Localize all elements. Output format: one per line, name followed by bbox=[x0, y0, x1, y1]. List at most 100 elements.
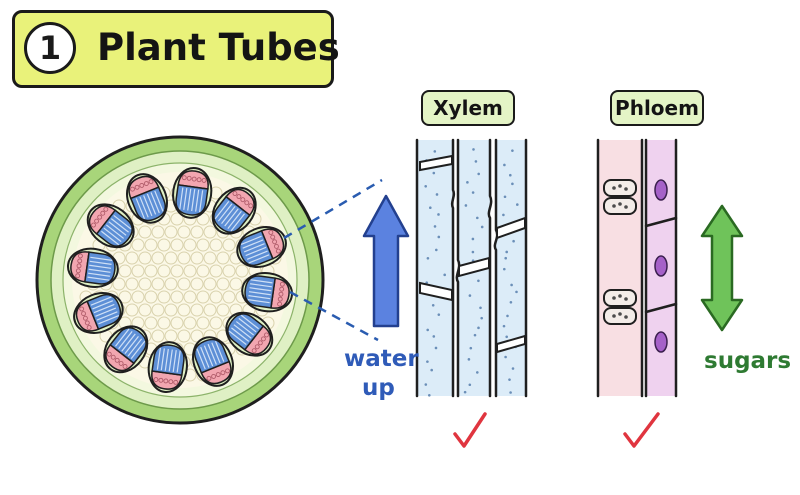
pith-cell bbox=[144, 264, 158, 278]
vascular-bundle bbox=[172, 167, 213, 219]
vascular-bundle bbox=[67, 247, 119, 288]
vascular-bundle bbox=[241, 272, 293, 313]
xylem-pit bbox=[504, 355, 507, 359]
bundle-phloem bbox=[177, 170, 209, 190]
pith-cell bbox=[196, 264, 210, 278]
pith-cell bbox=[216, 277, 230, 291]
pith-cell bbox=[177, 303, 191, 317]
xylem-pit bbox=[509, 173, 512, 177]
xylem-pit bbox=[432, 171, 436, 175]
water-label: water bbox=[344, 346, 419, 372]
pith-cell bbox=[177, 251, 191, 265]
page-title: Plant Tubes bbox=[97, 26, 340, 69]
xylem-pit bbox=[428, 394, 431, 397]
pith-cell bbox=[170, 290, 184, 304]
connector-upper bbox=[283, 178, 383, 240]
pith-cell bbox=[125, 277, 139, 291]
pith-cell bbox=[190, 251, 204, 265]
xylem-pit bbox=[433, 225, 437, 228]
pith-cell bbox=[125, 251, 139, 265]
companion-nuclei bbox=[654, 179, 668, 353]
pith-cell bbox=[138, 225, 152, 239]
pith-cell bbox=[164, 251, 178, 265]
xylem-pit bbox=[515, 290, 518, 294]
bundle-phloem bbox=[270, 277, 290, 309]
pith-cell bbox=[131, 264, 145, 278]
pith-cell bbox=[138, 277, 152, 291]
vascular-bundle bbox=[126, 173, 168, 224]
blue-up-arrow-icon bbox=[362, 194, 410, 328]
xylem-pit bbox=[509, 391, 512, 394]
up-label: up bbox=[362, 375, 395, 401]
bundle-xylem bbox=[109, 327, 147, 365]
pith-cell bbox=[118, 290, 132, 304]
xylem-pit bbox=[512, 239, 515, 243]
xylem-pit bbox=[435, 248, 438, 252]
pith-cell bbox=[157, 264, 171, 278]
vascular-bundle bbox=[73, 292, 124, 334]
xylem-column-3 bbox=[496, 140, 526, 396]
xylem-pit bbox=[437, 235, 441, 239]
xylem-pit bbox=[502, 324, 506, 328]
pith-cell bbox=[164, 225, 178, 239]
pith-cell bbox=[235, 264, 249, 278]
pith-cell bbox=[183, 290, 197, 304]
dashed-connectors bbox=[283, 178, 383, 342]
xylem-pit bbox=[503, 267, 506, 271]
pith-cell bbox=[177, 225, 191, 239]
vascular-bundle bbox=[147, 341, 188, 393]
pith-cell bbox=[164, 303, 178, 317]
pith-cell bbox=[229, 277, 243, 291]
bundle-phloem bbox=[225, 188, 255, 217]
xylem-pit bbox=[424, 184, 428, 188]
pith-cell bbox=[216, 251, 230, 265]
pith-cell bbox=[151, 251, 165, 265]
bundle-phloem bbox=[88, 205, 117, 235]
bundle-xylem bbox=[213, 195, 251, 233]
pith-cell bbox=[222, 290, 236, 304]
bundle-phloem bbox=[151, 370, 183, 390]
pith-cell bbox=[131, 238, 145, 252]
pith-cell bbox=[157, 238, 171, 252]
phloem-label: Phloem bbox=[610, 90, 704, 126]
xylem-pit bbox=[431, 304, 435, 307]
xylem-pit bbox=[463, 390, 467, 394]
pith-cell bbox=[151, 277, 165, 291]
xylem-pit bbox=[468, 383, 472, 387]
pith-cell bbox=[196, 238, 210, 252]
xylem-pit bbox=[502, 213, 505, 217]
pith-cell bbox=[170, 212, 184, 226]
pith-cell bbox=[209, 264, 223, 278]
xylem-pit bbox=[472, 148, 475, 151]
xylem-pit bbox=[466, 181, 469, 184]
pith-cell bbox=[222, 264, 236, 278]
pith-cell bbox=[209, 238, 223, 252]
pith-cell bbox=[183, 238, 197, 252]
pith-cell bbox=[125, 303, 139, 317]
pith-cell bbox=[144, 316, 158, 330]
xylem-pit bbox=[426, 328, 430, 332]
bundle-phloem bbox=[75, 300, 100, 332]
pith-cell bbox=[183, 316, 197, 330]
xylem-pit bbox=[471, 250, 475, 254]
pith-cell bbox=[196, 290, 210, 304]
xylem-pit bbox=[479, 306, 482, 310]
pith-cell bbox=[177, 277, 191, 291]
xylem-pit bbox=[477, 172, 481, 176]
pith-cell bbox=[222, 238, 236, 252]
pith-cell bbox=[157, 290, 171, 304]
bundle-xylem bbox=[227, 313, 265, 351]
pith-cell bbox=[112, 277, 126, 291]
xylem-pit bbox=[464, 204, 468, 207]
title-banner: 1 Plant Tubes bbox=[12, 10, 340, 88]
xylem-pit bbox=[424, 383, 428, 386]
xylem-pit bbox=[511, 149, 514, 152]
pith-cell bbox=[118, 264, 132, 278]
pith-cell bbox=[203, 277, 217, 291]
xylem-pit bbox=[430, 368, 434, 372]
pith-cell bbox=[203, 225, 217, 239]
pith-cell bbox=[170, 238, 184, 252]
pith-cell bbox=[209, 290, 223, 304]
step-number-badge: 1 bbox=[24, 22, 76, 74]
vascular-bundle bbox=[103, 325, 149, 374]
